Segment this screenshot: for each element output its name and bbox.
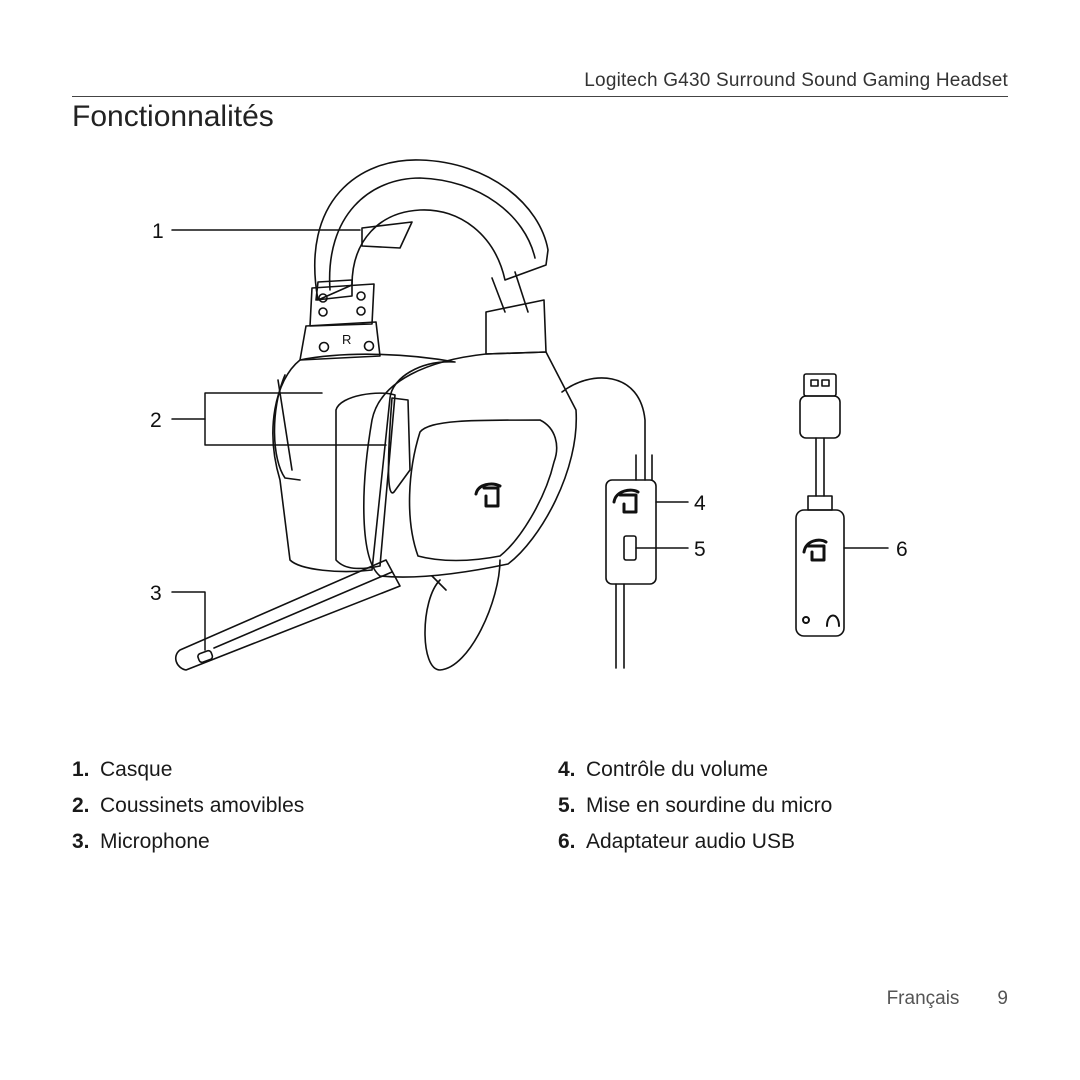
page-title: Fonctionnalités bbox=[72, 100, 274, 133]
callout-2: 2 bbox=[150, 409, 162, 432]
legend-number: 1. bbox=[72, 758, 90, 781]
callout-1: 1 bbox=[152, 220, 164, 243]
legend-item: 1. Casque bbox=[72, 752, 304, 788]
callout-numbers: 1 2 3 4 5 6 bbox=[150, 220, 908, 605]
callout-6: 6 bbox=[896, 538, 908, 561]
legend-label: Microphone bbox=[100, 830, 210, 853]
legend-item: 6. Adaptateur audio USB bbox=[558, 824, 832, 860]
ear-cushion bbox=[272, 353, 456, 573]
legend-number: 4. bbox=[558, 758, 576, 781]
legend-number: 3. bbox=[72, 830, 90, 853]
page-number: 9 bbox=[997, 988, 1008, 1009]
legend-item: 4. Contrôle du volume bbox=[558, 752, 832, 788]
callout-5: 5 bbox=[694, 538, 706, 561]
usb-adapter bbox=[795, 373, 845, 637]
legend-label: Mise en sourdine du micro bbox=[586, 794, 833, 817]
page-footer: Français 9 bbox=[887, 988, 1008, 1010]
legend-label: Coussinets amovibles bbox=[100, 794, 305, 817]
legend-left: 1. Casque 2. Coussinets amovibles 3. Microp… bbox=[72, 752, 304, 860]
inline-remote bbox=[424, 377, 657, 671]
headset-illustration: R bbox=[150, 159, 908, 671]
legend-label: Adaptateur audio USB bbox=[586, 830, 795, 853]
legend-right: 4. Contrôle du volume 5. Mise en sourdine … bbox=[558, 752, 832, 860]
callout-lines bbox=[171, 229, 889, 651]
earcup bbox=[363, 299, 578, 578]
callout-4: 4 bbox=[694, 492, 706, 515]
legend-number: 2. bbox=[72, 794, 90, 817]
legend-item: 5. Mise en sourdine du micro bbox=[558, 788, 832, 824]
product-title: Logitech G430 Surround Sound Gaming Head… bbox=[584, 70, 1008, 91]
page-header: Logitech G430 Surround Sound Gaming Head… bbox=[72, 68, 1008, 97]
legend-item: 2. Coussinets amovibles bbox=[72, 788, 304, 824]
callout-3: 3 bbox=[150, 582, 162, 605]
footer-language: Français bbox=[886, 988, 960, 1009]
microphone-boom bbox=[174, 559, 401, 671]
earcup-side-letter: R bbox=[342, 332, 351, 347]
legend-label: Casque bbox=[100, 758, 173, 781]
legend-label: Contrôle du volume bbox=[586, 758, 769, 781]
legend-item: 3. Microphone bbox=[72, 824, 304, 860]
legend-number: 5. bbox=[558, 794, 576, 817]
legend-number: 6. bbox=[558, 830, 576, 853]
headband: R bbox=[299, 159, 549, 361]
